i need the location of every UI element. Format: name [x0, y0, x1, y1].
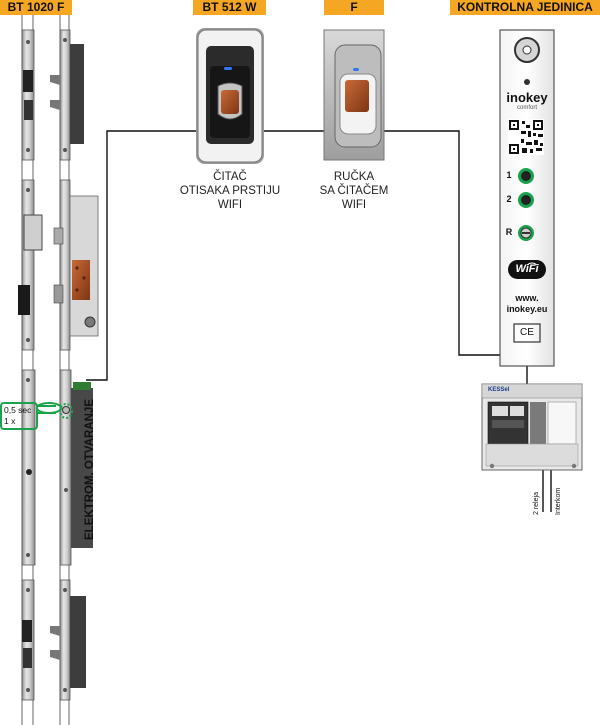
panel-button-1-label: 1: [506, 170, 512, 180]
wire-label-relays: 2 releja: [533, 492, 540, 515]
handle-caption: RUČKA SA ČITAČEM WIFI: [304, 170, 404, 212]
header-f: F: [324, 0, 384, 15]
handle-caption-line3: WIFI: [341, 199, 367, 211]
electromagnetic-opening-label: ELEKTROM. OTVARANJE: [84, 399, 96, 540]
control-panel: [499, 29, 555, 367]
timer-duration: 0,5 sec: [4, 405, 32, 415]
timer-highlight: [0, 402, 73, 430]
ce-mark: CE: [520, 327, 534, 338]
wire-label-intercom: Interkom: [555, 487, 562, 515]
header-control-unit: KONTROLNA JEDINICA: [450, 0, 600, 15]
header-bt1020: BT 1020 F: [0, 0, 72, 15]
panel-brand-sub: comfort: [516, 105, 537, 111]
handle-caption-line1: RUČKA: [333, 171, 375, 183]
panel-url-top: www.: [515, 293, 539, 303]
reader-caption: ČITAČ OTISAKA PRSTIJU WIFI: [165, 170, 295, 212]
panel-url-bottom: inokey.eu: [506, 304, 548, 314]
reader-caption-line1: ČITAČ: [213, 171, 247, 183]
wiring: [86, 130, 552, 512]
handle-caption-line2: SA ČITAČEM: [319, 185, 389, 197]
relay-brand: KESSel: [488, 387, 510, 393]
wifi-logo: WiFi: [515, 263, 539, 275]
reader-caption-line2: OTISAKA PRSTIJU: [179, 185, 281, 197]
relay-box: [481, 383, 583, 471]
handle-reader: [323, 29, 385, 161]
multipoint-lock: [18, 15, 99, 725]
timer-text: 0,5 sec 1 x: [2, 405, 36, 427]
header-bt512: BT 512 W: [193, 0, 266, 15]
panel-button-2-label: 2: [506, 194, 512, 204]
timer-count: 1 x: [4, 416, 16, 426]
panel-button-r-label: R: [505, 227, 513, 237]
fingerprint-reader: [196, 28, 264, 164]
reader-caption-line3: WIFI: [217, 199, 243, 211]
panel-brand: inokey: [506, 90, 548, 105]
